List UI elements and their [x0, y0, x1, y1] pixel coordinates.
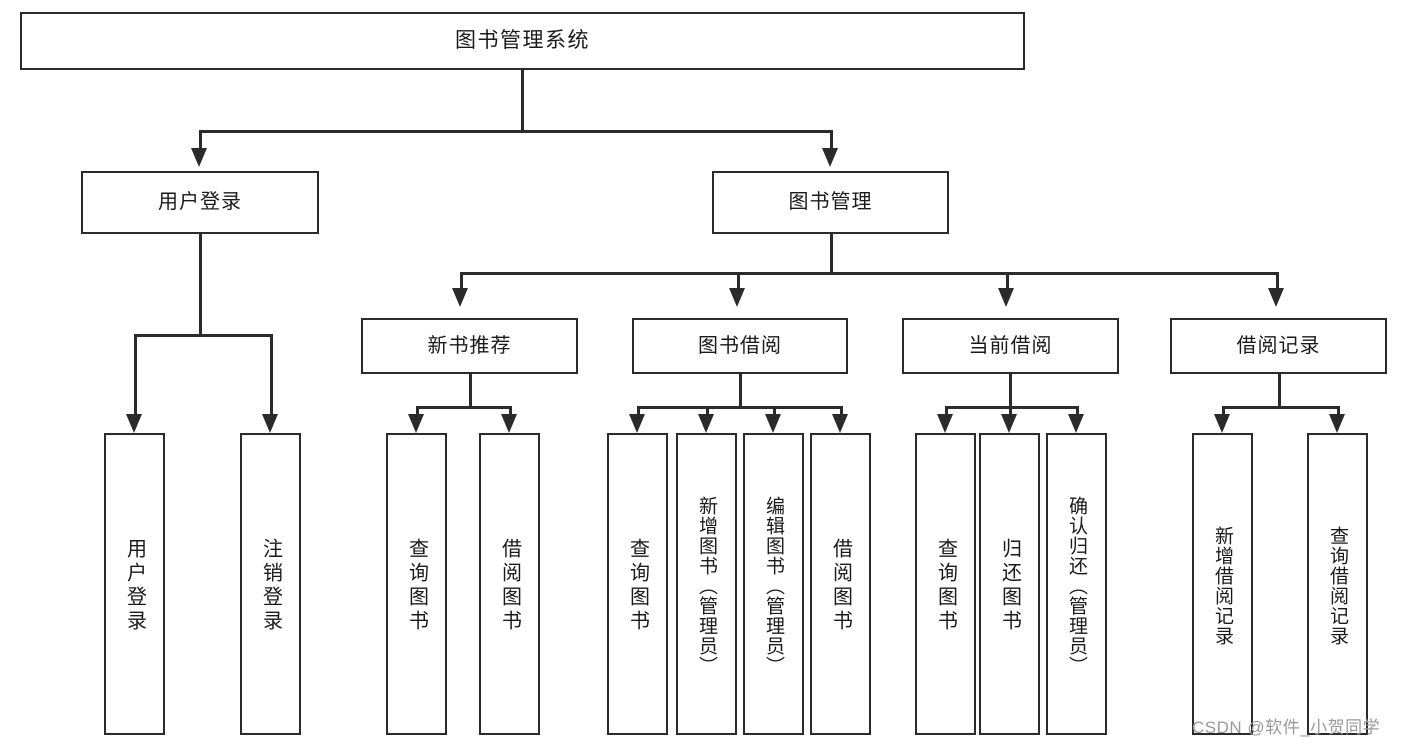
connector-records-bar — [1222, 406, 1339, 409]
node-label: 新书推荐 — [427, 334, 512, 357]
arrowhead-records-c1 — [1214, 414, 1230, 433]
connector-root-stem — [521, 70, 524, 132]
node-label: 新增借阅记录 — [1212, 526, 1233, 646]
node-label: 查询图书 — [934, 538, 957, 634]
arrowhead-user-login-right — [262, 414, 278, 433]
connector-current-stem — [1009, 374, 1012, 408]
node-label: 注销登录 — [259, 538, 282, 634]
leaf-borrow-borrow-book[interactable]: 借阅图书 — [810, 433, 871, 735]
node-current-borrow[interactable]: 当前借阅 — [902, 318, 1119, 374]
connector-root-bar — [199, 130, 832, 133]
arrowhead-current-c2 — [1001, 414, 1017, 433]
connector-book-mgmt-c2 — [737, 272, 740, 290]
node-label: 归还图书 — [998, 538, 1021, 634]
connector-records-c1 — [1222, 406, 1225, 418]
connector-current-c2 — [1009, 406, 1012, 418]
connector-book-mgmt-c4 — [1276, 272, 1279, 290]
connector-book-mgmt-bar — [460, 272, 1278, 275]
connector-newbook-bar — [416, 406, 511, 409]
connector-records-stem — [1278, 374, 1281, 408]
arrowhead-current-c1 — [937, 414, 953, 433]
connector-newbook-c1 — [416, 406, 419, 418]
arrowhead-user-login-left — [126, 414, 142, 433]
node-label: 图书管理 — [788, 191, 873, 213]
leaf-user-logout[interactable]: 注销登录 — [240, 433, 301, 735]
connector-newbook-c2 — [509, 406, 512, 418]
arrowhead-borrow-c4 — [832, 414, 848, 433]
leaf-borrow-query-books[interactable]: 查询图书 — [607, 433, 668, 735]
connector-current-c1 — [945, 406, 948, 418]
connector-borrow-c4 — [840, 406, 843, 418]
leaf-records-query-record[interactable]: 查询借阅记录 — [1307, 433, 1368, 735]
leaf-current-query-books[interactable]: 查询图书 — [915, 433, 976, 735]
connector-root-to-book-mgmt — [830, 130, 833, 150]
arrowhead-book-mgmt-c2 — [729, 288, 745, 307]
connector-borrow-c1 — [637, 406, 640, 418]
arrowhead-book-mgmt-c3 — [998, 288, 1014, 307]
connector-book-mgmt-c3 — [1006, 272, 1009, 290]
leaf-borrow-edit-book-admin[interactable]: 编辑图书（管理员） — [743, 433, 804, 735]
arrowhead-book-mgmt-c4 — [1268, 288, 1284, 307]
arrowhead-records-c2 — [1329, 414, 1345, 433]
arrowhead-newbook-c2 — [501, 414, 517, 433]
arrowhead-newbook-c1 — [408, 414, 424, 433]
node-book-borrow[interactable]: 图书借阅 — [632, 318, 848, 374]
leaf-newbook-borrow-books[interactable]: 借阅图书 — [479, 433, 540, 735]
node-user-login[interactable]: 用户登录 — [81, 171, 319, 234]
connector-book-mgmt-stem — [830, 234, 833, 274]
arrowhead-borrow-c1 — [629, 414, 645, 433]
node-label: 确认归还（管理员） — [1066, 496, 1087, 676]
arrowhead-book-mgmt-c1 — [452, 288, 468, 307]
leaf-user-login[interactable]: 用户登录 — [104, 433, 165, 735]
node-label: 编辑图书（管理员） — [763, 496, 784, 676]
connector-records-c2 — [1337, 406, 1340, 418]
leaf-borrow-add-book-admin[interactable]: 新增图书（管理员） — [676, 433, 737, 735]
node-borrow-records[interactable]: 借阅记录 — [1170, 318, 1387, 374]
connector-borrow-c2 — [706, 406, 709, 418]
node-label: 当前借阅 — [968, 334, 1053, 357]
node-new-book-recommend[interactable]: 新书推荐 — [361, 318, 578, 374]
node-label: 查询借阅记录 — [1327, 526, 1348, 646]
connector-user-login-bar — [134, 334, 272, 337]
connector-current-bar — [945, 406, 1078, 409]
arrowhead-borrow-c3 — [765, 414, 781, 433]
node-label: 查询图书 — [405, 538, 428, 634]
leaf-current-return-books[interactable]: 归还图书 — [979, 433, 1040, 735]
node-label: 新增图书（管理员） — [696, 496, 717, 676]
node-label: 图书管理系统 — [455, 28, 590, 52]
connector-current-c3 — [1076, 406, 1079, 418]
connector-newbook-stem — [469, 374, 472, 408]
leaf-records-add-record[interactable]: 新增借阅记录 — [1192, 433, 1253, 735]
node-label: 借阅记录 — [1236, 334, 1321, 357]
connector-user-login-right — [270, 334, 273, 417]
connector-book-mgmt-c1 — [460, 272, 463, 290]
connector-borrow-bar — [637, 406, 842, 409]
node-label: 用户登录 — [123, 538, 146, 634]
connector-user-login-stem — [199, 234, 202, 336]
connector-root-to-user-login — [199, 130, 202, 150]
csdn-watermark: CSDN @软件_小贺同学 — [1192, 718, 1381, 737]
leaf-current-confirm-return-admin[interactable]: 确认归还（管理员） — [1046, 433, 1107, 735]
connector-user-login-left — [134, 334, 137, 417]
node-label: 借阅图书 — [498, 538, 521, 634]
node-label: 借阅图书 — [829, 538, 852, 634]
node-root-system[interactable]: 图书管理系统 — [20, 12, 1025, 70]
arrowhead-borrow-c2 — [698, 414, 714, 433]
node-label: 查询图书 — [626, 538, 649, 634]
node-book-management[interactable]: 图书管理 — [712, 171, 949, 234]
arrowhead-root-to-book-mgmt — [822, 148, 838, 167]
arrowhead-root-to-user-login — [191, 148, 207, 167]
node-label: 图书借阅 — [698, 334, 782, 357]
connector-borrow-c3 — [773, 406, 776, 418]
connector-borrow-stem — [739, 374, 742, 408]
node-label: 用户登录 — [158, 191, 242, 213]
leaf-newbook-query-books[interactable]: 查询图书 — [386, 433, 447, 735]
arrowhead-current-c3 — [1068, 414, 1084, 433]
